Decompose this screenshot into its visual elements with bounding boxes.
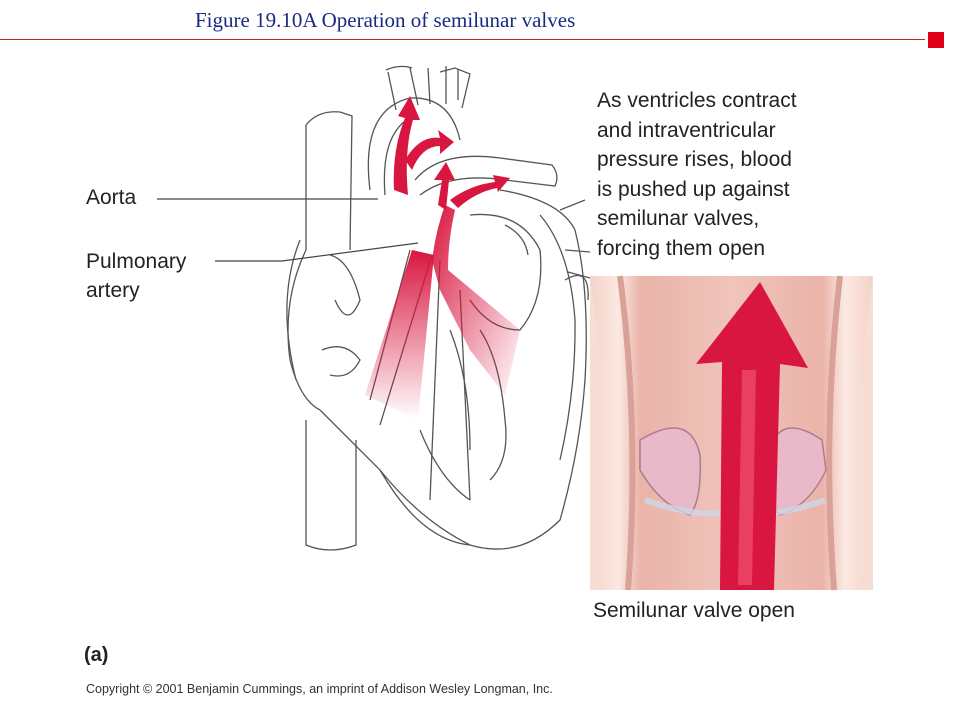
copyright-notice: Copyright © 2001 Benjamin Cummings, an i… (86, 682, 553, 696)
pulmonary-artery-label-line: Pulmonary (86, 250, 187, 273)
pulmonary-leader-line (215, 242, 419, 262)
description-line: is pushed up against (597, 177, 790, 201)
description-line: As ventricles contract (597, 89, 797, 112)
process-description: As ventricles contract and intraventricu… (597, 86, 927, 263)
description-line: and intraventricular (597, 118, 776, 142)
figure-title: Figure 19.10A Operation of semilunar val… (195, 8, 576, 32)
blood-flow-arrows (365, 96, 520, 420)
pulmonary-artery-label-line: artery (86, 279, 140, 302)
panel-label: (a) (84, 644, 109, 666)
inset-caption: Semilunar valve open (593, 599, 795, 622)
description-line: pressure rises, blood (597, 148, 792, 171)
title-divider (0, 39, 925, 40)
valve-inset (590, 275, 873, 591)
description-line: forcing them open (597, 236, 766, 260)
corner-square-marker (928, 32, 944, 48)
pulmonary-artery-label: Pulmonary artery (86, 247, 186, 305)
aorta-label: Aorta (86, 186, 137, 209)
description-line: semilunar valves, (597, 207, 760, 230)
